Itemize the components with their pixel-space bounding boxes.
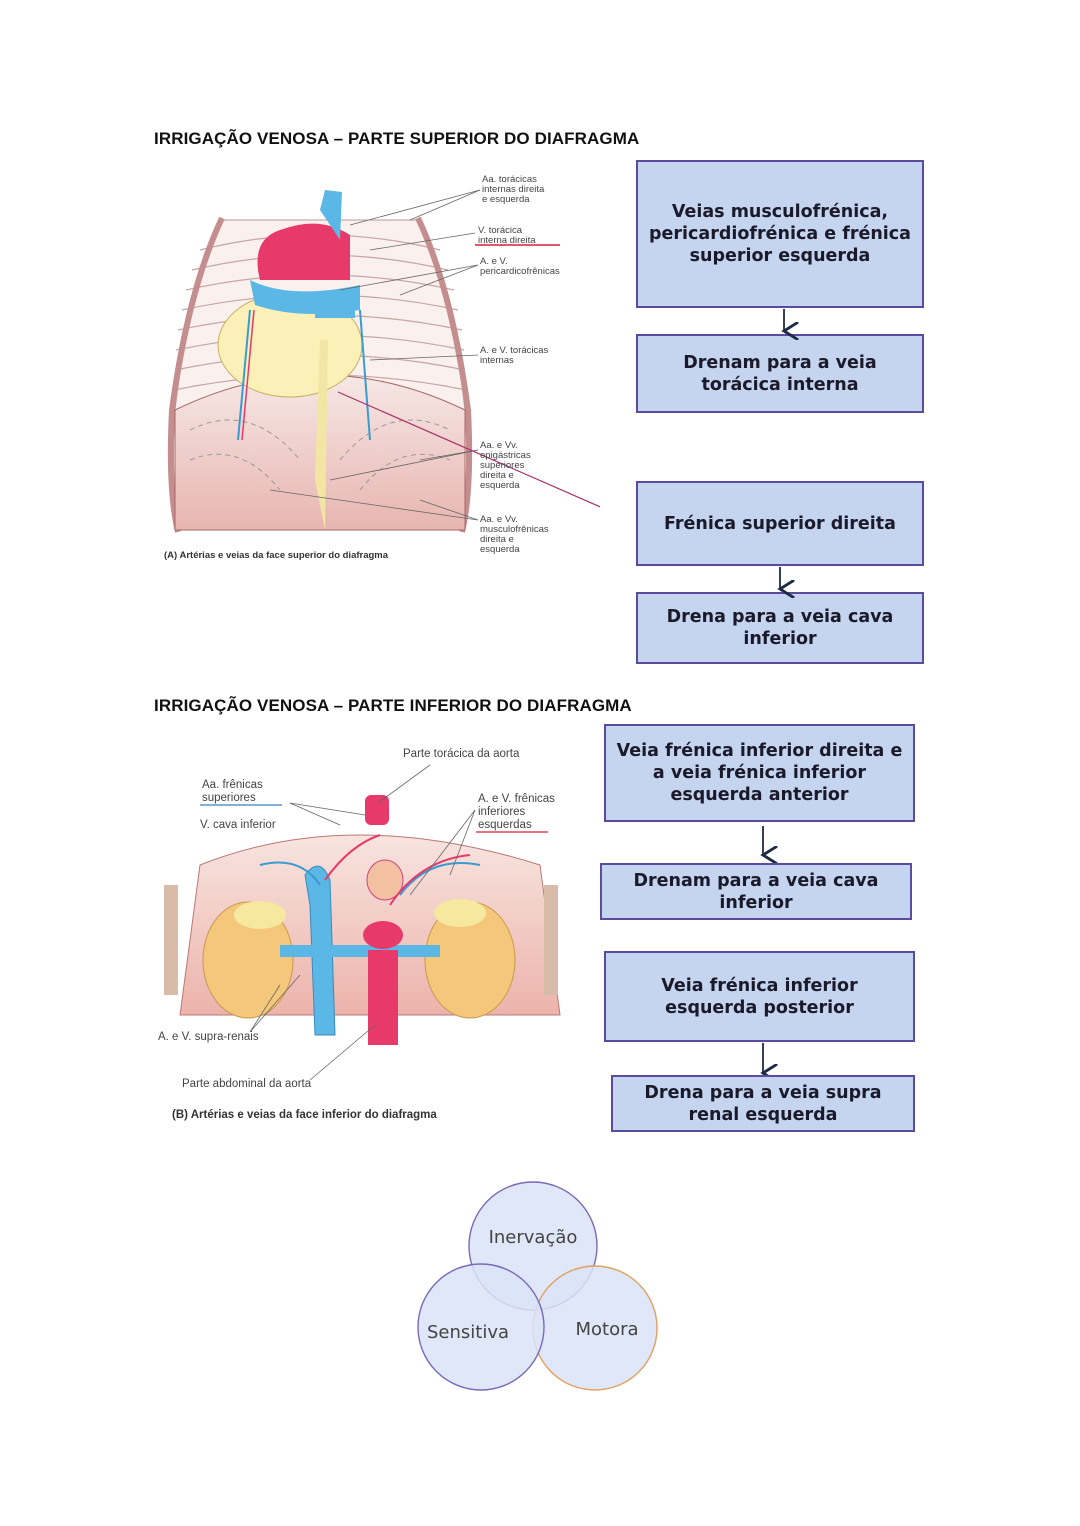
label-a-e-v-1: A. e V. <box>480 256 508 267</box>
label-aa-toracicas-2: internas direita <box>482 184 545 195</box>
label-frenicas-inf-2: inferiores <box>478 806 526 818</box>
label-epigastricas-1: Aa. e Vv. <box>480 440 518 451</box>
label-toracicas-internas-1: A. e V. torácicas <box>480 345 549 356</box>
venn-diagram: Inervação Sensitiva Motora <box>417 1181 658 1391</box>
venn-circle-sensitiva <box>417 1263 545 1391</box>
label-v-toracica-2: interna direita <box>478 235 536 246</box>
figure-caption-b: (B) Artérias e veias da face inferior do… <box>172 1109 437 1121</box>
flow-box-inf-2: Drenam para a veia cava inferior <box>600 863 912 920</box>
label-musculofrenicas-3: direita e <box>480 534 514 545</box>
flow-box-inf-3: Veia frénica inferior esquerda posterior <box>604 951 915 1042</box>
figure-inferior-diaphragm: Parte torácica da aorta Aa. frênicas sup… <box>158 748 561 1121</box>
label-v-toracica-1: V. torácica <box>478 225 523 236</box>
label-v-cava: V. cava inferior <box>200 819 276 831</box>
figure-caption-a: (A) Artérias e veias da face superior do… <box>164 550 389 561</box>
section-heading-inferior: IRRIGAÇÃO VENOSA – PARTE INFERIOR DO DIA… <box>154 696 632 715</box>
label-supra-renais: A. e V. supra-renais <box>158 1031 259 1043</box>
label-a-e-v-2: pericardicofrênicas <box>480 266 560 277</box>
label-aa-frenicas-1: Aa. frênicas <box>202 779 263 791</box>
section-heading-superior: IRRIGAÇÃO VENOSA – PARTE SUPERIOR DO DIA… <box>154 129 640 148</box>
label-aa-toracicas-1: Aa. torácicas <box>482 174 537 185</box>
label-parte-toracica: Parte torácica da aorta <box>403 748 520 760</box>
flow-box-inf-4: Drena para a veia supra renal esquerda <box>611 1075 915 1132</box>
figure-superior-diaphragm: Aa. torácicas internas direita e esquerd… <box>164 174 600 561</box>
label-aa-toracicas-3: e esquerda <box>482 194 530 205</box>
venn-label-sensitiva: Sensitiva <box>427 1322 509 1343</box>
label-parte-abdominal: Parte abdominal da aorta <box>182 1078 312 1090</box>
label-musculofrenicas-2: musculofrênicas <box>480 524 549 535</box>
label-frenicas-inf-1: A. e V. frênicas <box>478 793 555 805</box>
label-aa-frenicas-2: superiores <box>202 792 256 804</box>
label-toracicas-internas-2: internas <box>480 355 514 366</box>
label-epigastricas-2: epigástricas <box>480 450 531 461</box>
label-epigastricas-5: esquerda <box>480 480 520 491</box>
label-epigastricas-4: direita e <box>480 470 514 481</box>
venn-label-inervacao: Inervação <box>489 1227 578 1248</box>
venn-label-motora: Motora <box>575 1319 638 1340</box>
flow-box-sup-2: Drenam para a veia torácica interna <box>636 334 924 413</box>
flow-box-sup-1: Veias musculofrénica, pericardiofrénica … <box>636 160 924 308</box>
flow-box-sup-3: Frénica superior direita <box>636 481 924 566</box>
flow-box-inf-1: Veia frénica inferior direita e a veia f… <box>604 724 915 822</box>
label-frenicas-inf-3: esquerdas <box>478 819 532 831</box>
label-epigastricas-3: superiores <box>480 460 525 471</box>
label-musculofrenicas-1: Aa. e Vv. <box>480 514 518 525</box>
label-musculofrenicas-4: esquerda <box>480 544 520 555</box>
